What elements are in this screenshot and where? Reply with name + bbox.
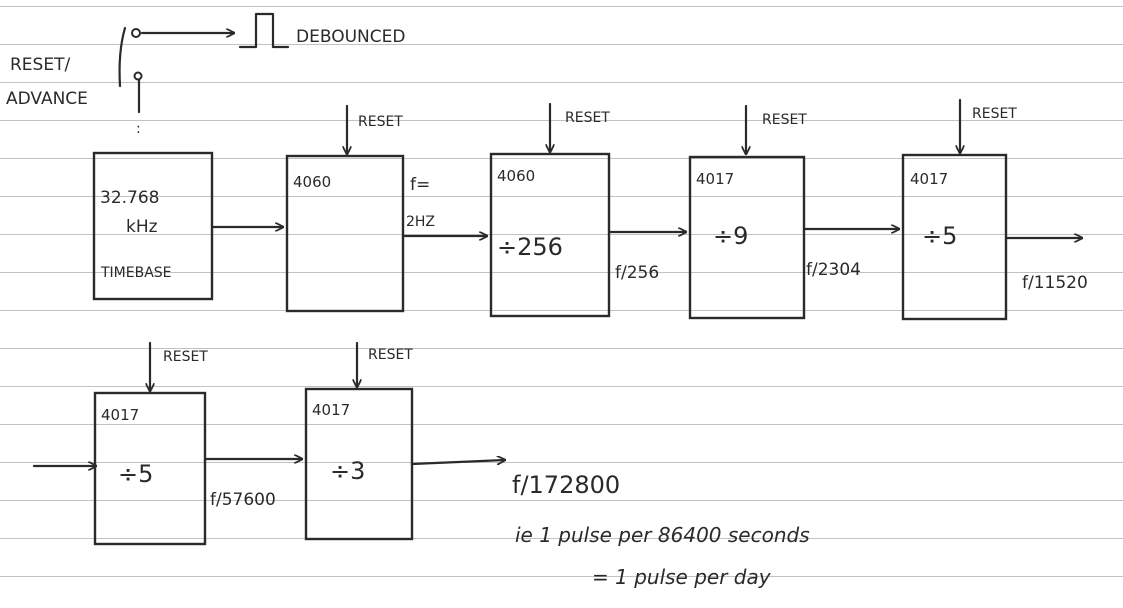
switch-continuation-dots: : [136,121,141,137]
switch-contact-top [131,28,141,38]
chip1-reset-label: RESET [358,114,403,130]
chip4-output-label: f/11520 [1022,273,1088,293]
chip6-division: ÷3 [330,457,365,485]
row2-chip-1: RESET 4017 ÷5 [93,341,208,546]
debounced-pulse-icon [238,12,290,49]
row1-chip-2: RESET 4060 ÷256 [489,102,611,318]
chip4-division: ÷5 [922,222,957,250]
chip2-division: ÷256 [497,233,563,261]
switch-label-line2: ADVANCE [6,89,88,109]
row1-chip-4: RESET 4017 ÷5 [901,98,1017,321]
chip5-output-label: f/57600 [210,490,276,510]
row1-chip-3: RESET 4017 ÷9 [688,104,807,320]
switch-lever [118,26,127,88]
chip1-output-label: f= [410,175,430,195]
result-seconds-note: ie 1 pulse per 86400 seconds [515,523,810,547]
row2-chip-2: RESET 4017 ÷3 [304,341,413,541]
timebase-unit: kHz [126,217,158,237]
chip2-reset-label: RESET [565,110,610,126]
chip5-division: ÷5 [118,460,153,488]
chip1-part: 4060 [293,173,331,191]
reset-advance-switch: RESET/ ADVANCE : DEBOUNCED [6,12,405,137]
switch-label-line1: RESET/ [10,55,70,75]
chip3-division: ÷9 [713,222,748,250]
row1-chip-1: RESET 4060 [285,104,405,313]
result-day-note: = 1 pulse per day [592,565,772,589]
chip3-reset-label: RESET [762,112,807,128]
chip5-box [93,391,207,546]
chip3-output-label: f/2304 [806,260,861,280]
chip1-box [285,154,405,313]
timebase-frequency: 32.768 [100,188,159,208]
chip6-output-arrow [410,460,507,466]
chip4-part: 4017 [910,170,948,188]
chip1-output-frequency: 2HZ [406,214,435,230]
chip6-part: 4017 [312,401,350,419]
chip2-output-label: f/256 [615,263,659,283]
chip3-box [688,155,806,320]
chip2-part: 4060 [497,167,535,185]
chip2-box [489,152,611,318]
chip4-reset-label: RESET [972,106,1017,122]
switch-contact-bottom [133,71,143,81]
debounced-label: DEBOUNCED [296,27,405,47]
chip6-reset-label: RESET [368,347,413,363]
timebase-block: 32.768 kHz TIMEBASE [92,151,214,301]
chip3-part: 4017 [696,170,734,188]
result-notes: f/172800 ie 1 pulse per 86400 seconds = … [512,471,810,589]
chip5-reset-label: RESET [163,349,208,365]
timebase-label: TIMEBASE [100,265,172,281]
chip5-part: 4017 [101,406,139,424]
final-frequency: f/172800 [512,471,620,499]
